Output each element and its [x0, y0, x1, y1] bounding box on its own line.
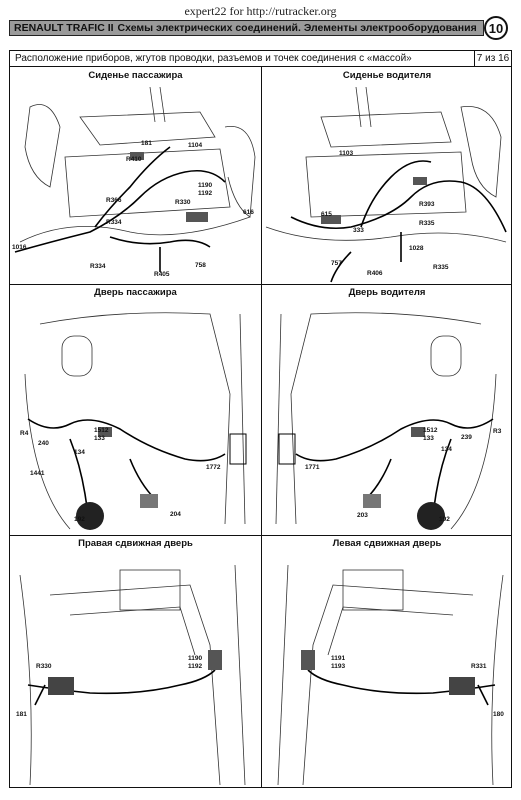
header-subtitle: Схемы электрических соединений. Элементы… [117, 22, 477, 34]
column-divider [261, 67, 262, 787]
panel-left-sliding-door: Левая сдвижная дверь 1191 1193 R331 180 [261, 535, 513, 787]
panel-title: Дверь водителя [348, 287, 426, 298]
label: 181 [141, 140, 152, 147]
panel-driver-door: Дверь водителя 1512 133 239 R3 134 1771 … [261, 284, 513, 535]
label: R3 [493, 428, 502, 435]
panel-driver-seat: Сиденье водителя 1103 615 333 R393 R335 … [261, 67, 513, 284]
label: R335 [433, 264, 449, 271]
label: 1028 [409, 245, 424, 252]
label: 180 [493, 711, 504, 718]
label: R334 [106, 219, 122, 226]
label: 333 [353, 227, 364, 234]
watermark: expert22 for http://rutracker.org [184, 4, 337, 18]
label: R331 [471, 663, 487, 670]
label: 239 [461, 434, 472, 441]
driver-seat-drawing [265, 86, 507, 283]
label: R4 [20, 430, 29, 437]
label: 1772 [206, 464, 221, 471]
label: 1190 [198, 182, 213, 189]
label: 1512 [94, 427, 109, 434]
label: 616 [243, 209, 254, 216]
label: 758 [195, 262, 206, 269]
label: 133 [94, 435, 105, 442]
label: R330 [36, 663, 52, 670]
label: 192 [439, 516, 450, 523]
label: R406 [367, 270, 383, 277]
left-sliding-door-drawing [277, 564, 504, 786]
label: 1104 [188, 142, 203, 149]
page-header: RENAULT TRAFIC II Схемы электрических со… [9, 20, 484, 36]
label: R330 [175, 199, 191, 206]
label: 134 [74, 449, 85, 456]
label: 1512 [423, 427, 438, 434]
label: 1016 [12, 244, 27, 251]
label: 181 [16, 711, 27, 718]
panel-title: Дверь пассажира [94, 287, 177, 298]
page-number-badge: 10 [484, 16, 508, 40]
caption-page: 7 из 16 [474, 51, 511, 66]
label: 203 [357, 512, 368, 519]
label: R393 [419, 201, 435, 208]
label: 1193 [331, 663, 346, 670]
label: 133 [423, 435, 434, 442]
caption-text: Расположение приборов, жгутов проводки, … [15, 53, 412, 64]
label: 1191 [331, 655, 346, 662]
label: 1192 [198, 190, 213, 197]
label: R405 [154, 271, 170, 278]
panel-passenger-seat: Сиденье пассажира 181 1104 R410 1190 119… [10, 67, 261, 284]
row-divider-1 [10, 284, 511, 285]
label: 240 [38, 440, 49, 447]
label: R410 [126, 156, 142, 163]
panel-title: Левая сдвижная дверь [332, 538, 442, 549]
driver-door-drawing [275, 312, 497, 530]
passenger-door-drawing [24, 312, 247, 530]
label: 615 [321, 211, 332, 218]
panel-passenger-door: Дверь пассажира R4 240 1512 133 134 1441… [10, 284, 261, 535]
label: R366 [106, 197, 122, 204]
panel-right-sliding-door: Правая сдвижная дверь R330 1190 1192 181 [10, 535, 261, 787]
label: R335 [419, 220, 435, 227]
label: R334 [90, 263, 106, 270]
caption-row: Расположение приборов, жгутов проводки, … [10, 51, 511, 67]
label: 192 [74, 516, 85, 523]
panel-title: Правая сдвижная дверь [78, 538, 193, 549]
label: 1103 [339, 150, 354, 157]
figure-frame: Расположение приборов, жгутов проводки, … [9, 50, 512, 788]
panel-title: Сиденье пассажира [88, 70, 183, 81]
label: 1190 [188, 655, 203, 662]
label: 757 [331, 260, 342, 267]
right-sliding-door-drawing [19, 564, 246, 786]
label: 1441 [30, 470, 45, 477]
label: 134 [441, 446, 452, 453]
row-divider-2 [10, 535, 511, 536]
header-model: RENAULT TRAFIC II [14, 22, 114, 34]
panel-title: Сиденье водителя [342, 70, 432, 81]
passenger-seat-drawing [14, 86, 256, 272]
label: 1192 [188, 663, 203, 670]
label: 1771 [305, 464, 320, 471]
label: 204 [170, 511, 181, 518]
